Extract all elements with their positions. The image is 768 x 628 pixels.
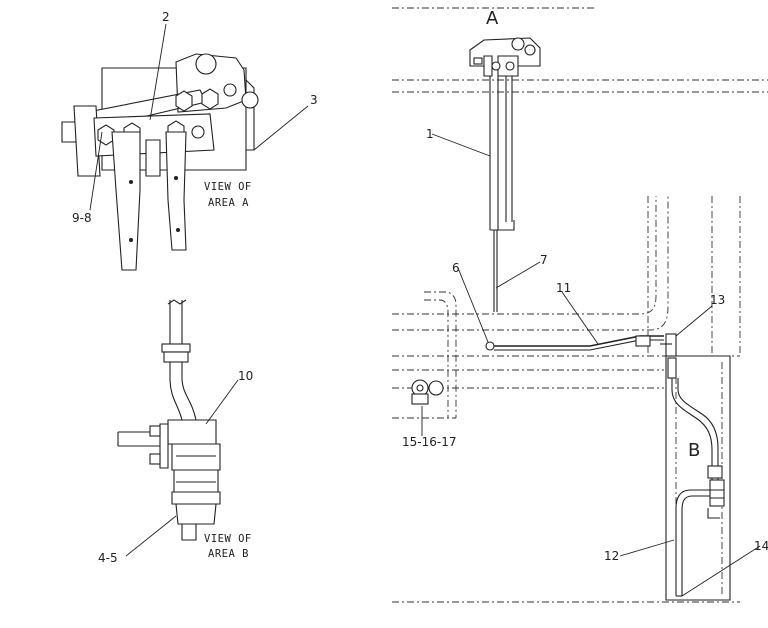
detail-view-area-b: 10 4-5 VIEW OF AREA B — [98, 299, 253, 565]
callout-2: 2 — [162, 10, 170, 24]
area-marker-a: A — [486, 8, 499, 29]
caption-view-area-b-line1: VIEW OF — [204, 533, 252, 545]
caption-view-area-a-line1: VIEW OF — [204, 181, 252, 193]
callout-10: 10 — [238, 369, 253, 383]
callout-6: 6 — [452, 261, 460, 275]
caption-view-area-a-line2: AREA A — [208, 197, 249, 209]
detail-view-area-a: 2 3 9-8 VIEW OF AREA A — [61, 10, 318, 271]
main-assembly-view: A B 1 6 7 11 13 12 14 15-16-17 — [392, 7, 768, 603]
area-marker-b: B — [688, 440, 700, 461]
callout-14: 14 — [754, 539, 768, 553]
caption-view-area-b-line2: AREA B — [208, 548, 249, 560]
callout-9-8: 9-8 — [72, 211, 92, 225]
callout-13: 13 — [710, 293, 725, 307]
callout-15-16-17: 15-16-17 — [402, 435, 456, 449]
callout-12: 12 — [604, 549, 619, 563]
callout-1: 1 — [426, 127, 434, 141]
callout-4-5: 4-5 — [98, 551, 118, 565]
callout-7: 7 — [540, 253, 548, 267]
callout-3: 3 — [310, 93, 318, 107]
callout-11: 11 — [556, 281, 571, 295]
